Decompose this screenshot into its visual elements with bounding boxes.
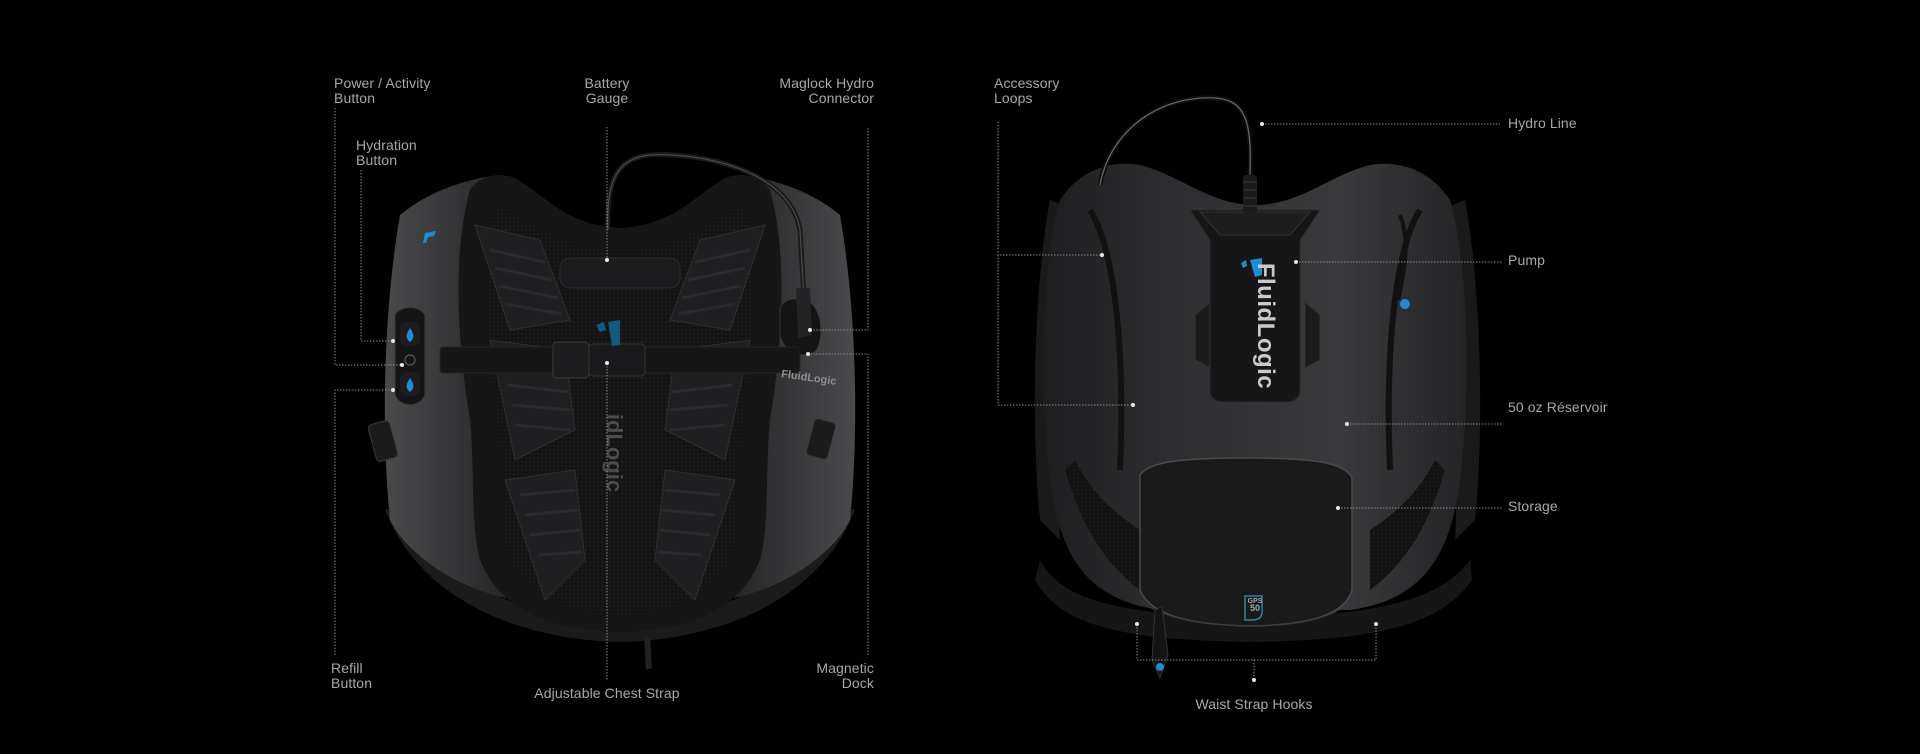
label-hydration-button: Hydration Button xyxy=(356,137,417,168)
label-magnetic-dock: Magnetic Dock xyxy=(816,660,874,691)
label-maglock-hydro-connector: Maglock Hydro Connector xyxy=(779,75,874,106)
label-waist-strap-hooks: Waist Strap Hooks xyxy=(1195,696,1313,712)
badge-num: 50 xyxy=(1249,603,1260,613)
label-hydro-line: Hydro Line xyxy=(1508,115,1577,131)
label-accessory-loops: Accessory Loops xyxy=(994,75,1060,106)
label-refill-button: Refill Button xyxy=(331,660,373,691)
label-battery-gauge: Battery Gauge xyxy=(584,75,630,106)
badge-top: GPS xyxy=(1247,598,1263,605)
label-adjustable-chest-strap: Adjustable Chest Strap xyxy=(534,685,680,701)
label-power-activity-button: Power / Activity Button xyxy=(334,75,431,106)
gps-badge-label: GPS 50 xyxy=(1246,598,1264,613)
label-50oz-reservoir: 50 oz Réservoir xyxy=(1508,399,1608,415)
label-storage: Storage xyxy=(1508,498,1558,514)
label-pump: Pump xyxy=(1508,252,1545,268)
